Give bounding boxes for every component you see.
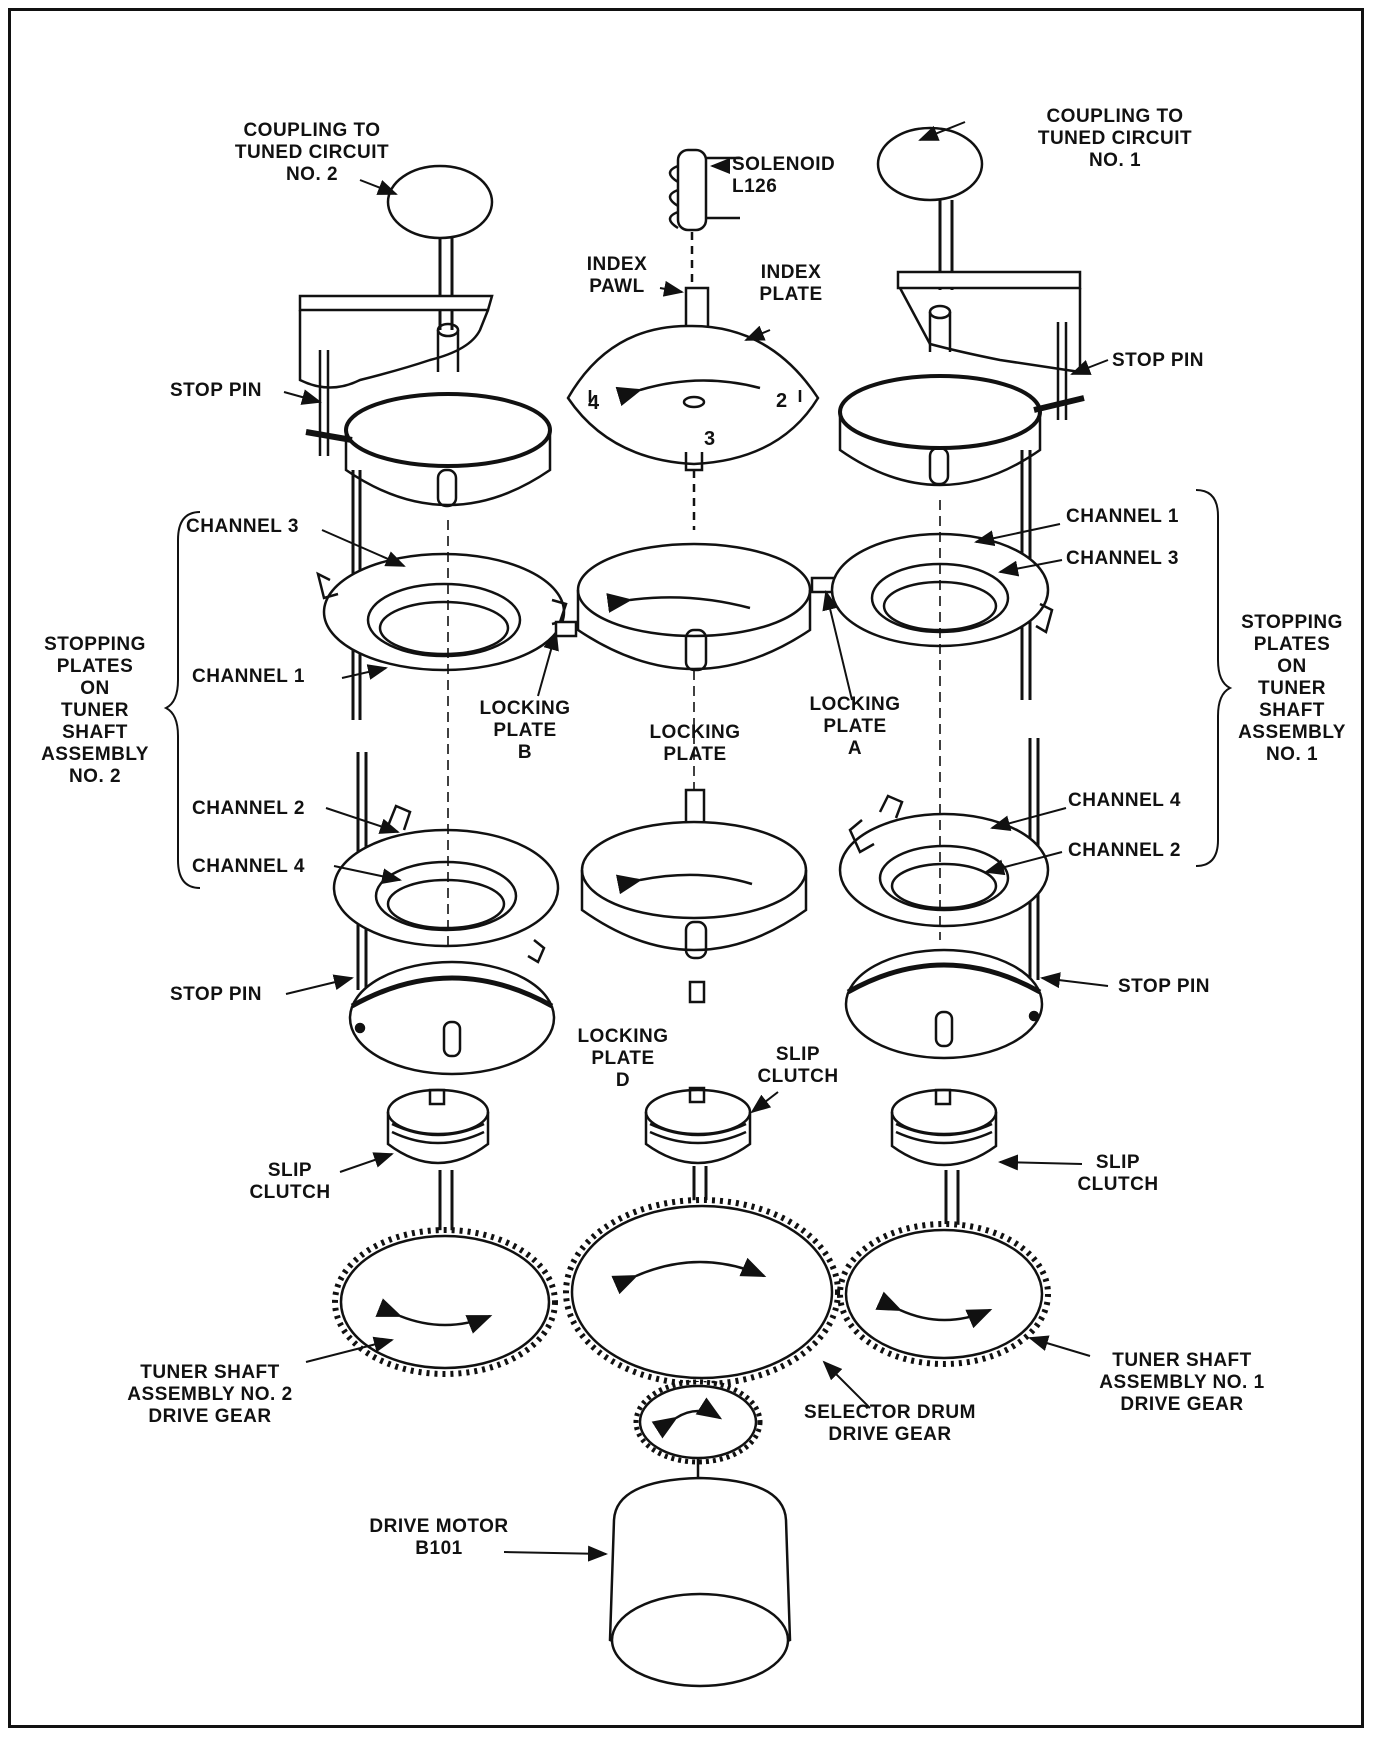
top-plate-1 [838, 374, 1085, 487]
label-drive-motor: DRIVE MOTOR B101 [369, 1516, 509, 1559]
stopping-plate-ch3-ch1 [316, 552, 568, 672]
slip-clutch-center [644, 1086, 752, 1206]
label-channel3-right: CHANNEL 3 [1066, 548, 1179, 569]
bracket-1 [896, 270, 1082, 420]
bottom-plate-2 [348, 960, 556, 1076]
label-stopping-plates-2: STOPPING PLATES ON TUNER SHAFT ASSEMBLY … [41, 634, 149, 787]
label-stopping-plates-1: STOPPING PLATES ON TUNER SHAFT ASSEMBLY … [1238, 612, 1346, 765]
label-solenoid: SOLENOID L126 [732, 154, 836, 197]
label-coupling-2: COUPLING TO TUNED CIRCUIT NO. 2 [234, 120, 390, 185]
bottom-plate-1 [844, 948, 1044, 1060]
label-channel1-right: CHANNEL 1 [1066, 506, 1179, 527]
label-slip-clutch-center: SLIP CLUTCH [757, 1044, 839, 1087]
label-channel2-left: CHANNEL 2 [192, 798, 305, 819]
label-locking-plate: LOCKING PLATE [649, 722, 741, 765]
top-plate-2 [305, 392, 552, 508]
label-selector-drum-gear: SELECTOR DRUM DRIVE GEAR [804, 1402, 976, 1445]
slip-clutch-left [386, 1088, 490, 1235]
tuner-gear-2 [332, 1227, 558, 1377]
label-index-plate: INDEX PLATE [759, 262, 823, 305]
tuner-gear-1 [837, 1221, 1051, 1367]
label-channel1-left: CHANNEL 1 [192, 666, 305, 687]
selector-drum-upper [554, 542, 844, 672]
stopping-plate-ch2-ch4 [332, 804, 560, 964]
label-channel4-right: CHANNEL 4 [1068, 790, 1181, 811]
index-plate [566, 286, 820, 530]
selector-drum-gear [563, 1197, 841, 1387]
label-tuner-gear-2: TUNER SHAFT ASSEMBLY NO. 2 DRIVE GEAR [127, 1362, 293, 1427]
figure-border [8, 8, 1364, 1728]
label-locking-plate-b: LOCKING PLATE B [479, 698, 571, 763]
label-locking-plate-d: LOCKING PLATE D [577, 1026, 669, 1091]
label-channel2-right: CHANNEL 2 [1068, 840, 1181, 861]
solenoid [668, 148, 740, 282]
label-stop-pin-tr: STOP PIN [1112, 350, 1204, 371]
index-number-4: 4 [588, 392, 600, 414]
label-slip-clutch-left: SLIP CLUTCH [249, 1160, 331, 1203]
right-brace [1195, 489, 1233, 867]
label-slip-clutch-right: SLIP CLUTCH [1077, 1152, 1159, 1195]
label-channel3-left: CHANNEL 3 [186, 516, 299, 537]
coupling-gear-2 [386, 164, 494, 330]
label-stop-pin-bl: STOP PIN [170, 984, 262, 1005]
label-channel4-left: CHANNEL 4 [192, 856, 305, 877]
slip-clutch-right [890, 1088, 998, 1235]
label-tuner-gear-1: TUNER SHAFT ASSEMBLY NO. 1 DRIVE GEAR [1099, 1350, 1265, 1415]
label-coupling-1: COUPLING TO TUNED CIRCUIT NO. 1 [1037, 106, 1193, 171]
label-stop-pin-tl: STOP PIN [170, 380, 262, 401]
stopping-plate-ch1-ch3 [830, 532, 1054, 648]
label-locking-plate-a: LOCKING PLATE A [809, 694, 901, 759]
drive-motor [608, 1476, 792, 1688]
left-brace [163, 511, 201, 889]
index-number-2: 2 [776, 390, 788, 412]
motor-pinion-gear [633, 1379, 763, 1478]
stopping-plate-ch4-ch2 [838, 794, 1050, 928]
coupling-gear-1 [876, 126, 984, 290]
selector-drum-lower [580, 788, 808, 1004]
label-stop-pin-br: STOP PIN [1118, 976, 1210, 997]
label-index-pawl: INDEX PAWL [586, 254, 648, 297]
index-number-3: 3 [704, 428, 716, 450]
